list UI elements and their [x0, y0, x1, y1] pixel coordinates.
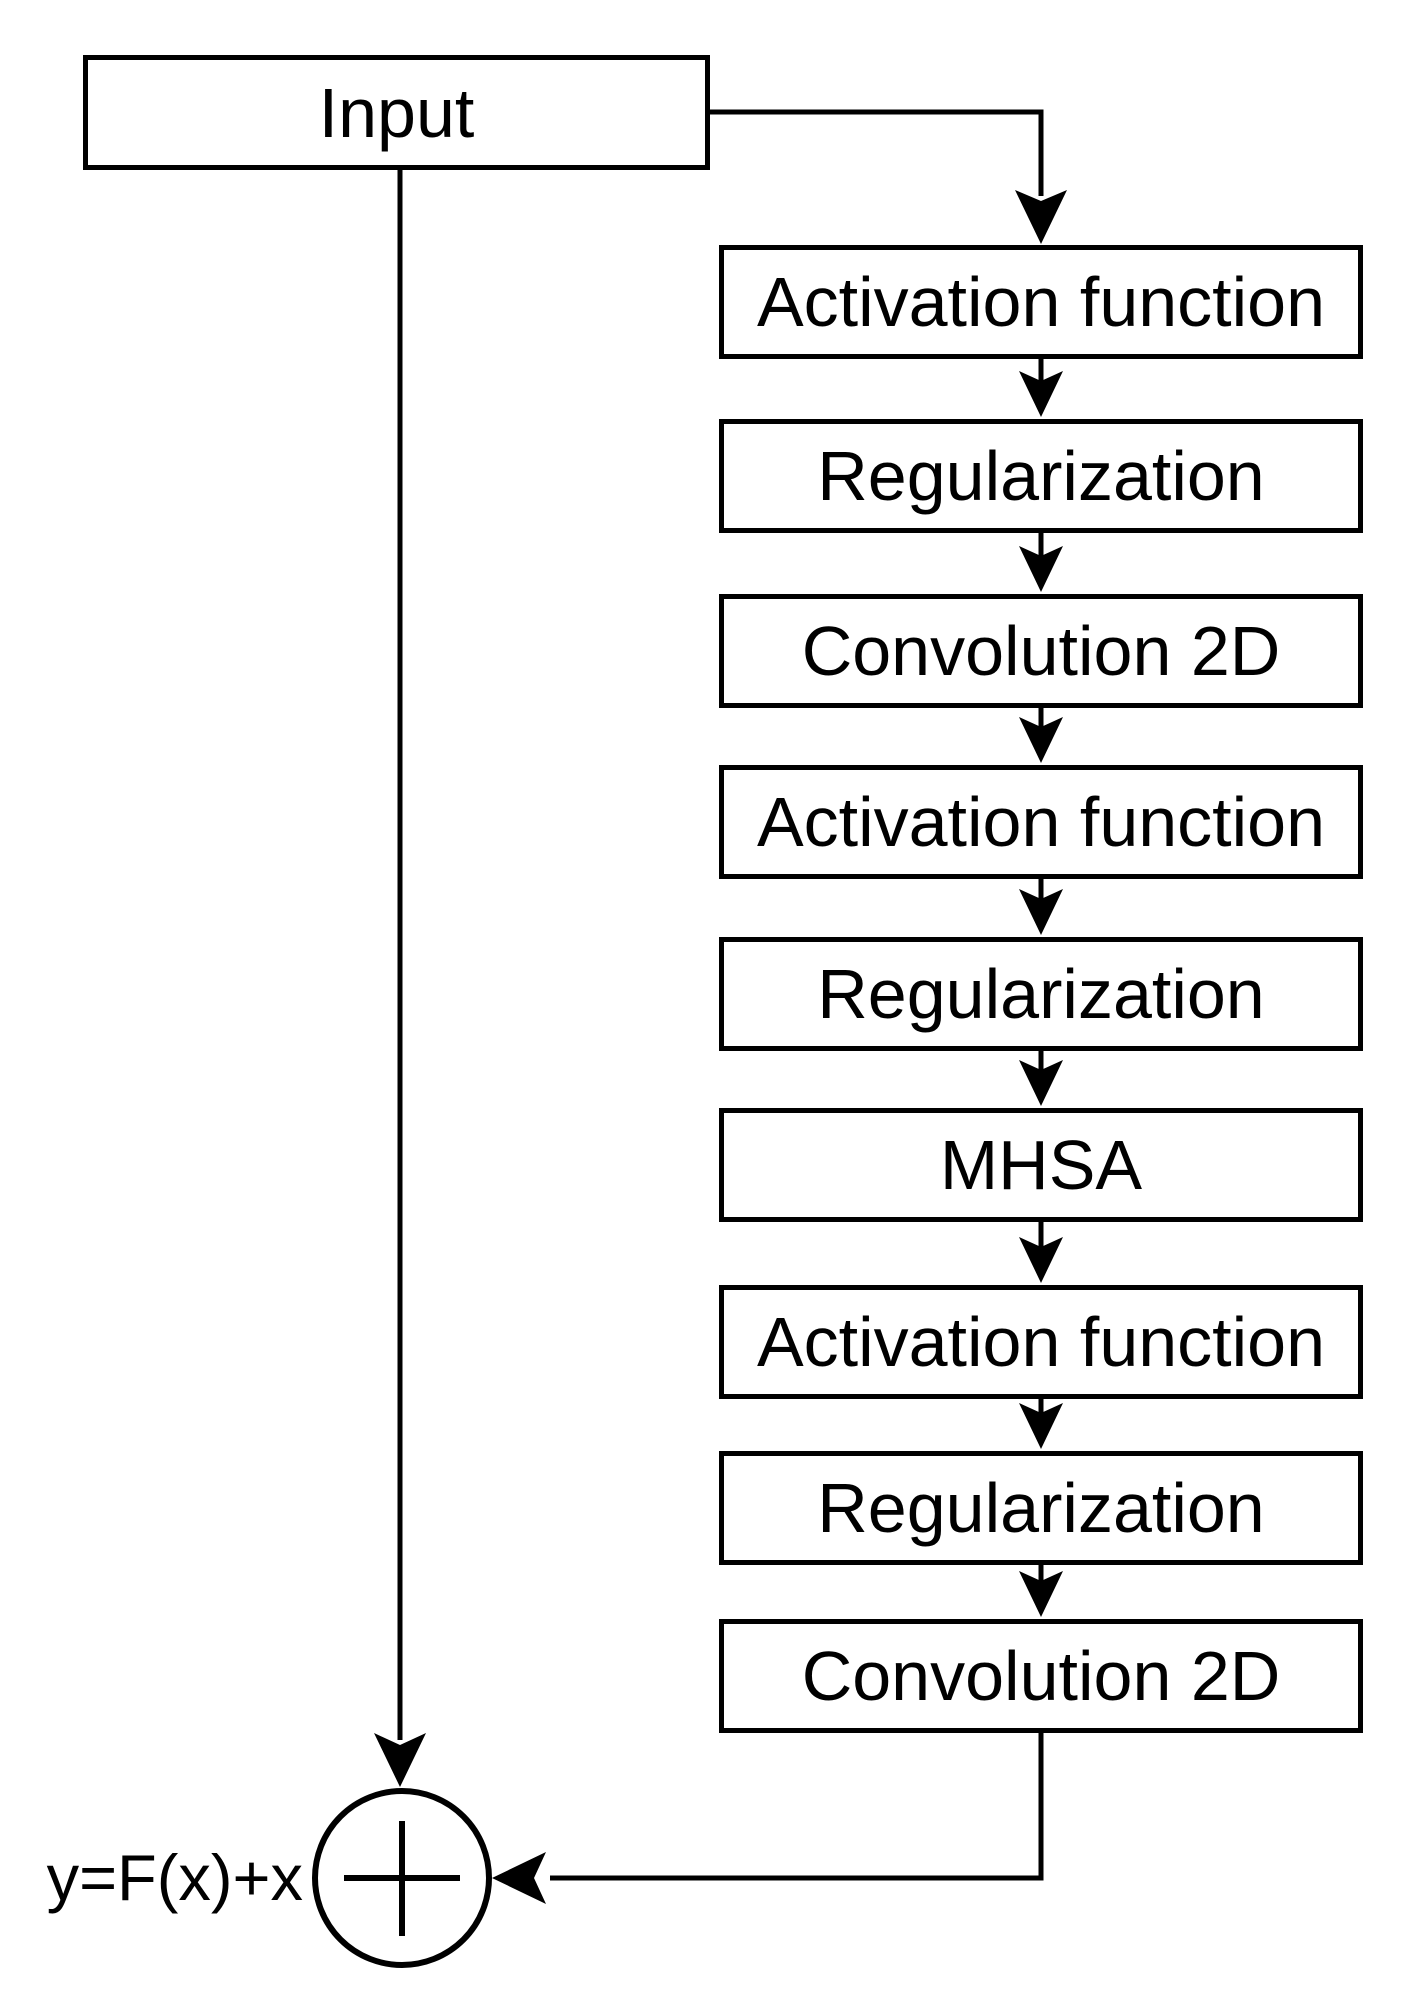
node-mhsa: MHSA	[719, 1108, 1363, 1222]
node-activation-function-2: Activation function	[719, 765, 1363, 879]
wire-convolution-2-to-adder	[550, 1733, 1044, 1881]
arrowhead-into-convolution-1	[1019, 546, 1063, 592]
arrowhead-into-convolution-2	[1019, 1571, 1063, 1617]
arrowhead-into-activation-1	[1015, 190, 1067, 244]
arrowhead-skip-into-adder	[374, 1733, 426, 1787]
node-convolution-2d-1: Convolution 2D	[719, 594, 1363, 708]
node-regularization-2: Regularization	[719, 937, 1363, 1051]
arrowhead-into-regularization-1	[1019, 371, 1063, 417]
arrowhead-into-mhsa	[1019, 1060, 1063, 1106]
arrowhead-into-activation-2	[1019, 717, 1063, 763]
output-formula-label: y=F(x)+x	[46, 1841, 303, 1914]
node-input: Input	[83, 55, 710, 170]
node-convolution-2d-2: Convolution 2D	[719, 1619, 1363, 1733]
arrowhead-into-activation-3	[1019, 1237, 1063, 1283]
arrowhead-branch-into-adder	[492, 1852, 546, 1904]
node-activation-function-1: Activation function	[719, 245, 1363, 359]
arrowhead-into-regularization-3	[1019, 1403, 1063, 1449]
plus-icon	[344, 1821, 460, 1936]
node-regularization-3: Regularization	[719, 1451, 1363, 1565]
node-regularization-1: Regularization	[719, 419, 1363, 533]
node-activation-function-3: Activation function	[719, 1285, 1363, 1399]
wire-input-to-activation-1	[710, 109, 1044, 196]
arrowhead-into-regularization-2	[1019, 889, 1063, 935]
